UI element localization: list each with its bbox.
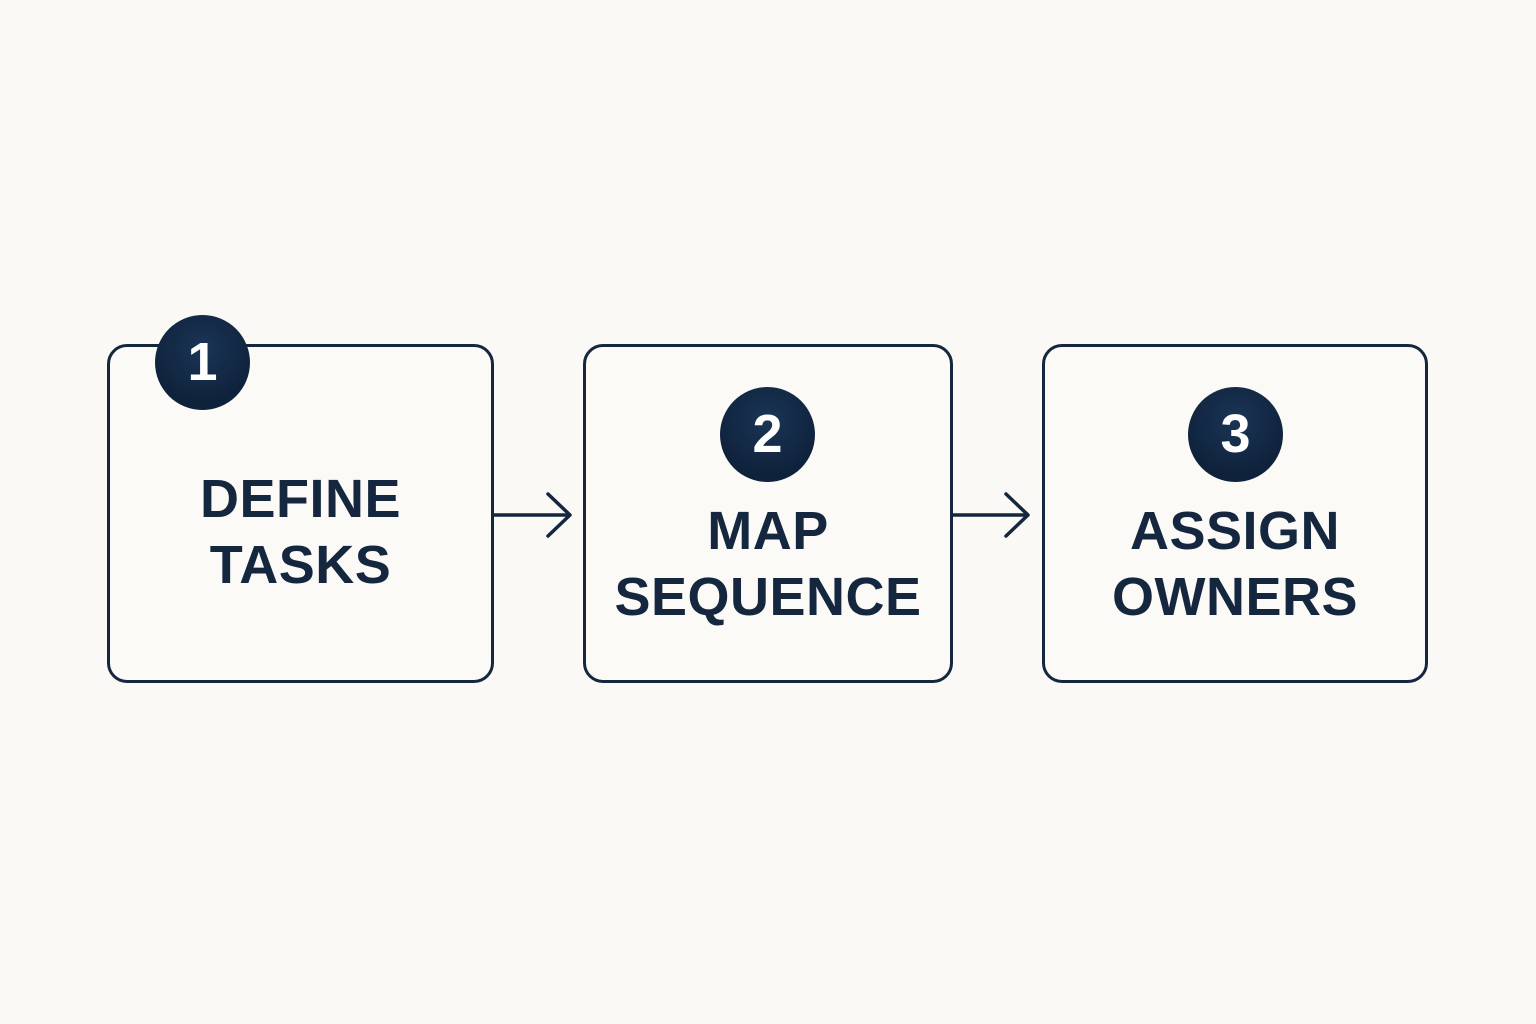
step-label-line: MAP (707, 501, 829, 561)
step-label-line: ASSIGN (1129, 501, 1341, 561)
step-label-line: OWNERS (1112, 567, 1358, 627)
step-box-define-tasks (107, 344, 494, 683)
step-label-define-tasks: DEFINE TASKS (107, 466, 494, 598)
arrow-right-icon (492, 492, 572, 538)
step-label-line: TASKS (209, 535, 392, 595)
step-label-assign-owners: ASSIGN OWNERS (1042, 498, 1428, 630)
step-number-badge: 2 (720, 387, 815, 482)
arrow-right-icon (951, 492, 1030, 538)
step-label-line: DEFINE (199, 469, 402, 529)
step-label-line: SEQUENCE (614, 567, 922, 627)
step-number-badge: 1 (155, 315, 250, 410)
step-label-map-sequence: MAP SEQUENCE (583, 498, 953, 630)
step-number-badge: 3 (1188, 387, 1283, 482)
